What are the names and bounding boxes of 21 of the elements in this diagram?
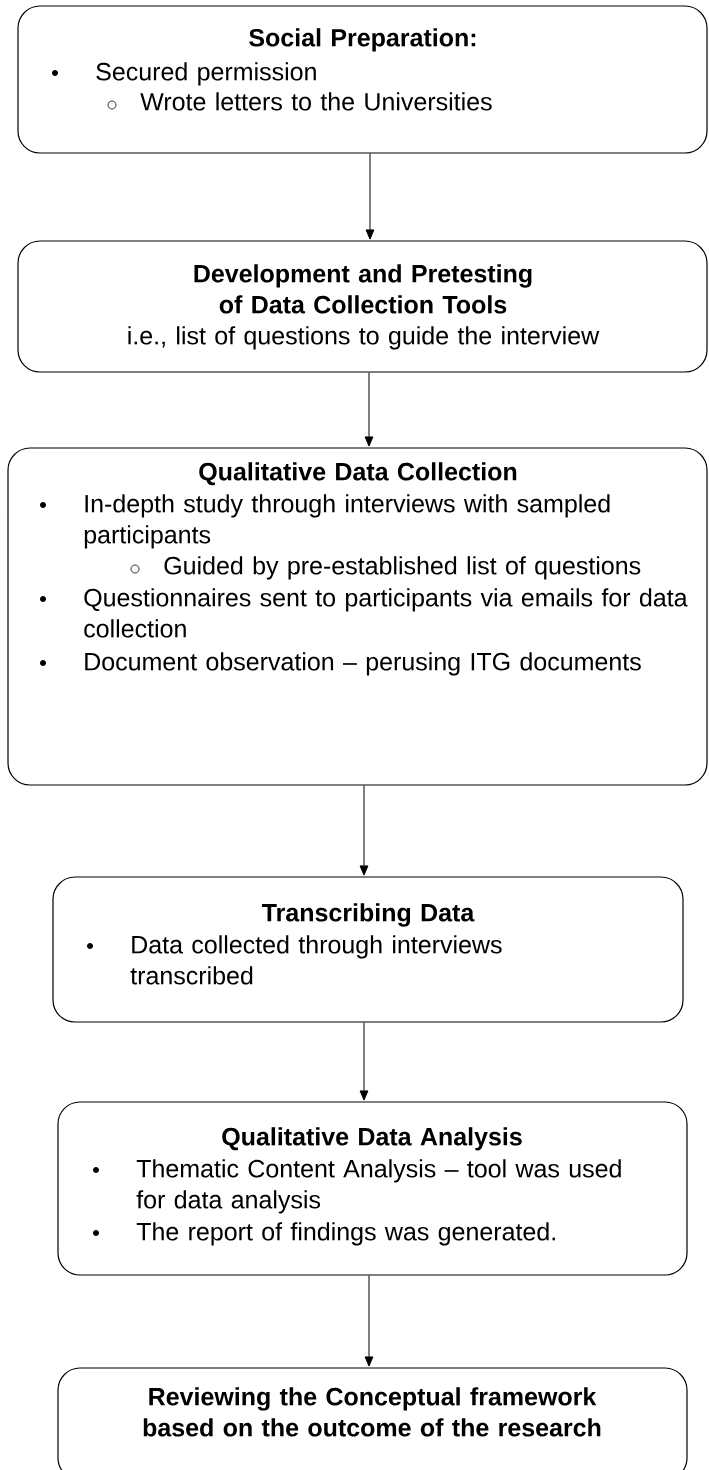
box-heading: Social Preparation:: [249, 28, 476, 52]
bullet-item: In-depth study through interviews with sampled participants: [40, 494, 610, 549]
arrow: [359, 785, 369, 876]
box-heading: Qualitative Data Collection: [199, 462, 517, 486]
bullet-item: Data collected through interviews transcribed: [87, 935, 502, 985]
arrow: [364, 372, 374, 447]
box-heading: Transcribing Data: [262, 903, 475, 927]
arrow: [364, 1275, 374, 1367]
bullet-item: Wrote letters to the Universities: [107, 92, 492, 111]
arrow: [365, 153, 375, 240]
bullet-item: The report of findings was generated.: [93, 1222, 555, 1246]
box-heading: Reviewing the Conceptual framework based on the outcome of the research: [143, 1387, 601, 1437]
bullet-item: Questionnaires sent to participants via emails for data collection: [40, 588, 688, 638]
arrow: [359, 1022, 369, 1101]
bullet-item: Document observation – perusing ITG documents: [40, 652, 641, 676]
box-text: i.e., list of questions to guide the interview: [128, 326, 600, 350]
bullet-item: Thematic Content Analysis – tool was used for data analysis: [93, 1159, 621, 1214]
bullet-item: Secured permission: [52, 62, 316, 86]
box-heading: Development and Pretesting of Data Collection Tools: [194, 264, 532, 314]
bullet-item: Guided by pre-established list of questions: [130, 556, 641, 580]
box-heading: Qualitative Data Analysis: [222, 1127, 522, 1151]
